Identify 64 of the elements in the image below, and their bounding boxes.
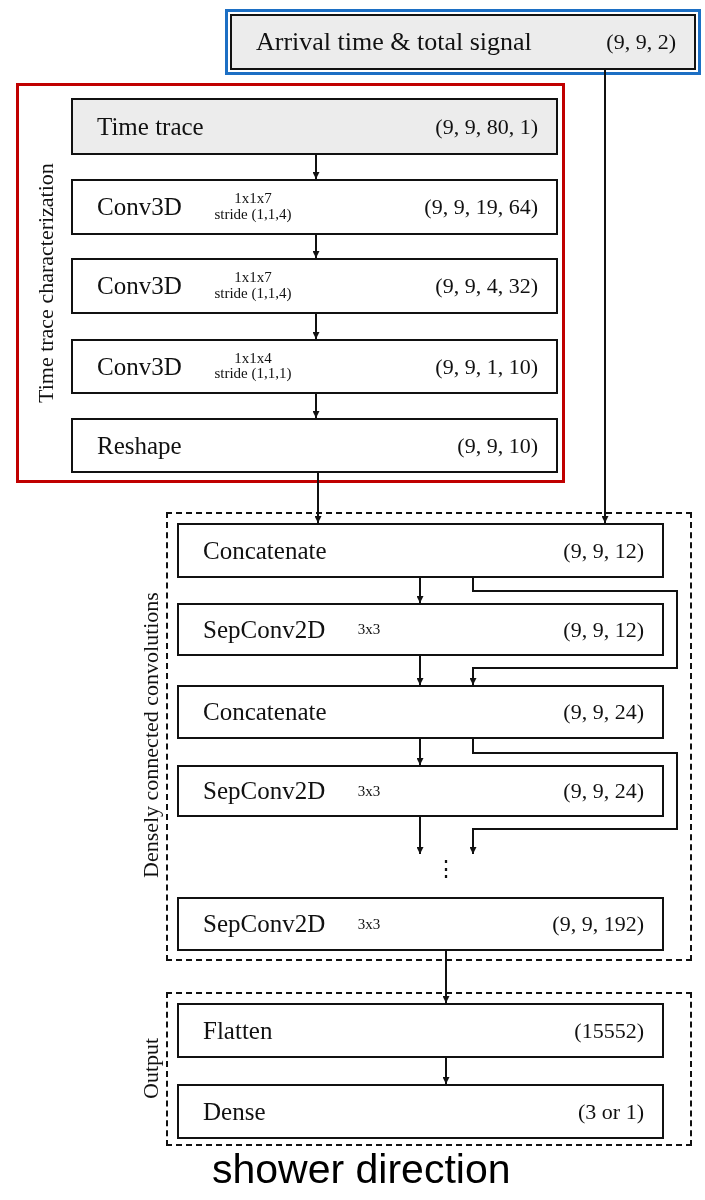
kernel-label: 3x3 — [356, 917, 382, 933]
group-frame — [16, 83, 565, 483]
shape-label: (9, 9, 12) — [563, 616, 644, 643]
shape-label: (3 or 1) — [578, 1098, 644, 1125]
layer-box — [71, 339, 558, 394]
shape-label: (9, 9, 192) — [552, 911, 644, 937]
arrow — [312, 154, 320, 180]
shape-label: (9, 9, 19, 64) — [424, 194, 538, 220]
layer-box — [177, 523, 664, 578]
layer-box — [177, 897, 664, 951]
layer-box — [177, 1003, 664, 1058]
layer-name: Dense — [203, 1097, 266, 1126]
kernel-label: 1x1x4 stride (1,1,1) — [213, 350, 293, 383]
arrow — [469, 738, 678, 855]
layer-box — [177, 1084, 664, 1139]
group-label: Time trace characterization — [33, 162, 59, 405]
arrow — [442, 1057, 450, 1085]
layer-box — [177, 685, 664, 739]
kernel-label: 3x3 — [356, 784, 382, 800]
shape-label: (9, 9, 10) — [457, 432, 538, 459]
shape-label: (15552) — [574, 1017, 644, 1044]
layer-box — [71, 98, 558, 155]
arrow — [416, 655, 424, 686]
layer-name: Conv3D — [97, 193, 182, 221]
layer-box — [71, 179, 558, 235]
arrow — [312, 313, 320, 340]
layer-box — [177, 765, 664, 817]
layer-name: Reshape — [97, 431, 182, 460]
kernel-label: 1x1x7 stride (1,1,4) — [213, 191, 293, 223]
shape-label: (9, 9, 4, 32) — [435, 273, 538, 299]
shape-label: (9, 9, 24) — [563, 699, 644, 725]
shape-label: (9, 9, 2) — [606, 29, 676, 55]
layer-name: Conv3D — [97, 352, 182, 381]
arrow — [314, 472, 322, 524]
layer-box — [71, 418, 558, 473]
kernel-label: 1x1x7 stride (1,1,4) — [213, 270, 293, 302]
output-caption: shower direction — [212, 1146, 511, 1193]
arrow — [312, 234, 320, 259]
layer-name: Conv3D — [97, 272, 182, 300]
arrow — [469, 577, 678, 686]
arrow — [416, 738, 424, 766]
layer-name: SepConv2D — [203, 777, 326, 805]
layer-name: Concatenate — [203, 536, 327, 565]
layer-name: SepConv2D — [203, 615, 326, 644]
shape-label: (9, 9, 1, 10) — [435, 353, 538, 380]
shape-label: (9, 9, 80, 1) — [435, 113, 538, 140]
layer-name: Concatenate — [203, 698, 327, 726]
layer-box — [177, 603, 664, 656]
layer-name: SepConv2D — [203, 910, 326, 938]
arrow — [416, 577, 424, 604]
group-label: Densely connected convolutions — [138, 591, 164, 881]
group-label: Output — [138, 1036, 164, 1101]
arrow — [416, 816, 424, 855]
layer-name: Flatten — [203, 1016, 273, 1045]
layer-box — [71, 258, 558, 314]
arrow — [312, 393, 320, 419]
ellipsis-mark: ⋮ — [404, 854, 488, 884]
layer-name: Time trace — [97, 112, 204, 141]
arrow — [601, 69, 609, 524]
layer-name: Arrival time & total signal — [256, 27, 532, 57]
arrow — [442, 950, 450, 1004]
kernel-label: 3x3 — [356, 622, 382, 639]
shape-label: (9, 9, 24) — [563, 778, 644, 804]
shape-label: (9, 9, 12) — [563, 537, 644, 564]
